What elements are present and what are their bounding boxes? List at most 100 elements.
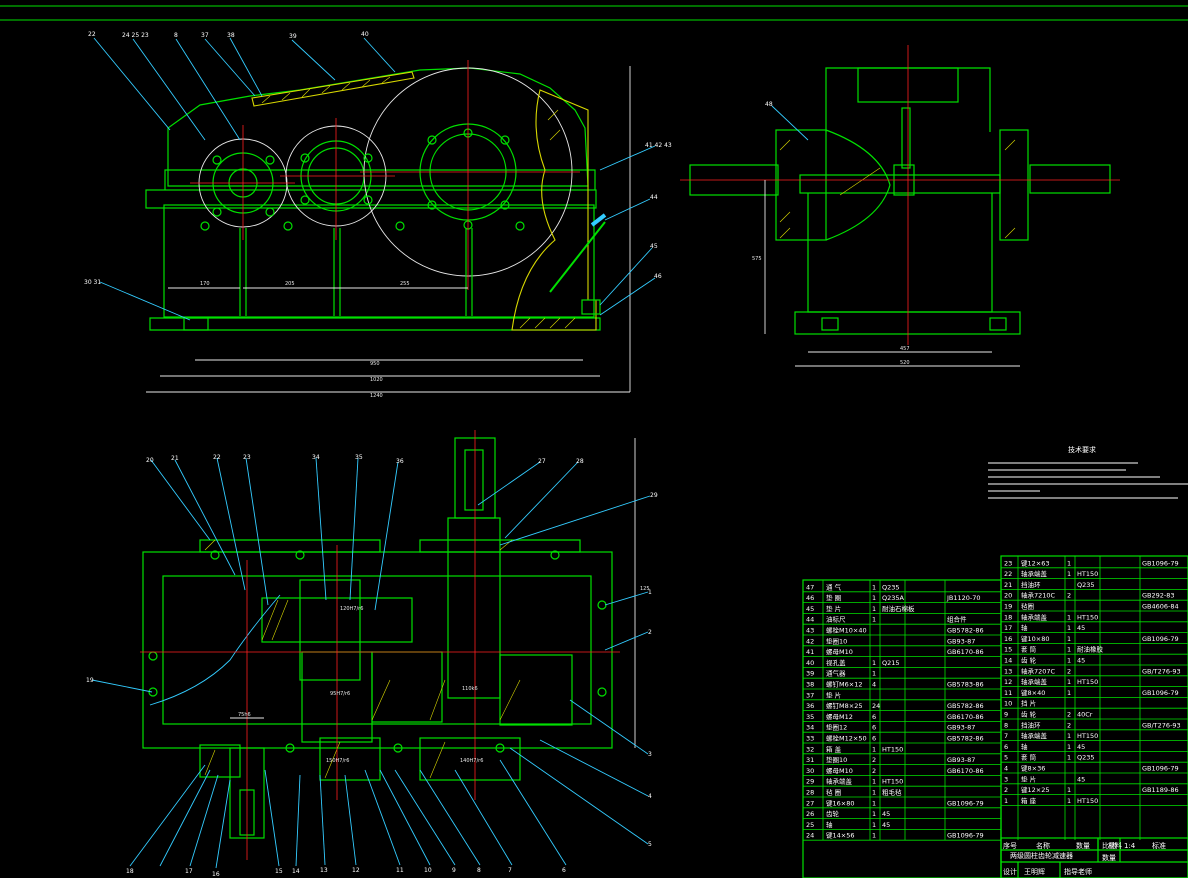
- dim-top-120H7: 120H7/r6: [340, 606, 363, 612]
- parts-cell-no: 8: [1004, 721, 1008, 729]
- parts-cell-material: 45: [882, 821, 890, 829]
- parts-cell-name: 毡 圈: [826, 788, 841, 797]
- parts-cell-name: 挡油环: [1021, 580, 1041, 589]
- callout-top-1: 1: [648, 589, 652, 596]
- callout-top-15: 15: [275, 868, 283, 875]
- parts-cell-qty: 1: [1067, 559, 1071, 567]
- callout-top-19: 19: [86, 677, 94, 684]
- parts-cell-qty: 2: [1067, 721, 1071, 729]
- parts-cell-qty: 1: [1067, 732, 1071, 740]
- dim-top-140H7: 140H7/r6: [460, 758, 483, 764]
- parts-cell-std: GB1189-86: [1142, 786, 1179, 794]
- callout-top-16: 16: [212, 871, 220, 878]
- parts-cell-material: 耐油橡胶: [1077, 645, 1104, 654]
- parts-cell-qty: 1: [1067, 786, 1071, 794]
- parts-cell-qty: 2: [1067, 592, 1071, 600]
- parts-cell-qty: 1: [872, 810, 876, 818]
- callout-top-18: 18: [126, 868, 134, 875]
- parts-cell-name: 套 筒: [1021, 753, 1037, 762]
- parts-cell-no: 3: [1004, 775, 1008, 783]
- parts-cell-name: 键8×40: [1021, 688, 1045, 697]
- callout-top-4: 4: [648, 793, 652, 800]
- parts-cell-no: 40: [806, 659, 814, 667]
- parts-cell-qty: 1: [872, 832, 876, 840]
- callout-top-11: 11: [396, 867, 404, 874]
- callout-front-8: 8: [174, 32, 178, 39]
- parts-cell-material: 45: [1077, 775, 1085, 783]
- parts-cell-material: Q235: [882, 583, 900, 591]
- parts-cell-qty: 1: [1067, 657, 1071, 665]
- drawing-border: [0, 5, 1188, 21]
- parts-cell-std: GB6170-86: [947, 767, 984, 775]
- parts-cell-no: 41: [806, 648, 814, 656]
- scale-value: 1:4: [1124, 842, 1136, 850]
- parts-cell-no: 4: [1004, 765, 1008, 773]
- dim-top-95H7: 95H7/r6: [330, 691, 350, 697]
- parts-cell-name: 螺母M10: [826, 766, 853, 775]
- parts-cell-name: 视孔盖: [826, 658, 846, 667]
- parts-cell-no: 2: [1004, 786, 1008, 794]
- callout-top-14: 14: [292, 868, 300, 875]
- tech-requirements-title: 技术要求: [1068, 445, 1096, 454]
- parts-cell-material: Q235A: [882, 594, 905, 602]
- callout-top-6: 6: [562, 867, 566, 874]
- callout-top-29: 29: [650, 492, 658, 499]
- parts-cell-no: 12: [1004, 678, 1012, 686]
- callout-top-34: 34: [312, 454, 320, 461]
- parts-cell-std: 组合件: [947, 615, 967, 624]
- parts-cell-material: HT150: [1077, 732, 1098, 740]
- designer-label: 设计: [1003, 867, 1017, 876]
- parts-cell-name: 轴承端盖: [826, 777, 853, 786]
- dim-top-150H7: 150H7/r6: [326, 758, 349, 764]
- callout-front-44: 44: [650, 194, 658, 201]
- parts-cell-qty: 1: [1067, 678, 1071, 686]
- parts-cell-no: 30: [806, 767, 814, 775]
- parts-cell-qty: 2: [872, 756, 876, 764]
- parts-cell-std: GB/T276-93: [1142, 667, 1181, 675]
- parts-cell-std: GB93-87: [947, 756, 975, 764]
- parts-cell-no: 39: [806, 670, 814, 678]
- parts-cell-no: 15: [1004, 646, 1012, 654]
- scale-label: 比例: [1102, 841, 1116, 850]
- parts-cell-name: 齿轮: [826, 809, 840, 818]
- parts-cell-name: 垫 圈: [826, 593, 841, 602]
- top-view: 75h6 110k6 140H7/r6 125 95H7/r6 120H7/r6…: [86, 430, 658, 878]
- parts-cell-qty: 2: [872, 767, 876, 775]
- dim-front-170: 170: [200, 281, 210, 287]
- callout-top-12: 12: [352, 867, 360, 874]
- parts-cell-qty: 1: [1067, 743, 1071, 751]
- parts-cell-qty: 1: [872, 616, 876, 624]
- parts-cell-no: 16: [1004, 635, 1012, 643]
- parts-cell-qty: 1: [1067, 754, 1071, 762]
- parts-cell-name: 键16×80: [826, 798, 855, 807]
- parts-cell-material: Q235: [1077, 581, 1095, 589]
- callout-front-24-25-23: 24 25 23: [122, 32, 149, 39]
- front-view: 170 205 255 950 1020 1240 22 24 25 23 8 …: [84, 31, 672, 399]
- parts-cell-qty: 1: [872, 659, 876, 667]
- parts-cell-std: GB1096-79: [1142, 635, 1179, 643]
- parts-cell-qty: 1: [872, 605, 876, 613]
- parts-cell-std: GB93-87: [947, 724, 975, 732]
- parts-cell-name: 垫 片: [1021, 774, 1036, 783]
- parts-cell-name: 箱 盖: [826, 744, 842, 753]
- parts-cell-no: 5: [1004, 754, 1008, 762]
- parts-cell-qty: 1: [872, 583, 876, 591]
- parts-cell-no: 22: [1004, 570, 1012, 578]
- parts-cell-no: 34: [806, 724, 814, 732]
- callout-side-48: 48: [765, 101, 773, 108]
- parts-cell-qty: 2: [1067, 667, 1071, 675]
- parts-cell-qty: 2: [1067, 711, 1071, 719]
- parts-cell-std: GB5782-86: [947, 627, 984, 635]
- parts-cell-name: 轴承端盖: [1021, 612, 1048, 621]
- parts-cell-std: GB1096-79: [1142, 689, 1179, 697]
- dim-side-575: 575: [752, 256, 762, 262]
- dim-front-205: 205: [285, 281, 295, 287]
- parts-cell-no: 29: [806, 778, 814, 786]
- callout-top-5: 5: [648, 841, 652, 848]
- parts-cell-no: 13: [1004, 667, 1012, 675]
- parts-cell-qty: 6: [872, 735, 876, 743]
- parts-cell-std: GB292-83: [1142, 592, 1175, 600]
- callout-top-35: 35: [355, 454, 363, 461]
- callout-front-45: 45: [650, 243, 658, 250]
